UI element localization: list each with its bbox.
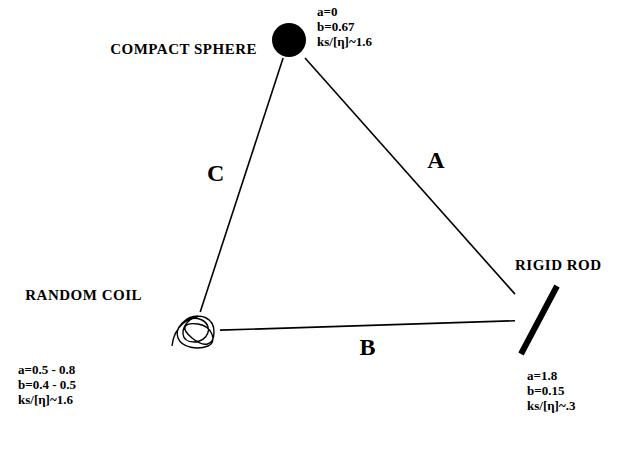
coil-symbol — [172, 316, 214, 348]
parameter-value: a=0.5 - 0.8 — [18, 362, 76, 377]
shape-icon — [168, 312, 220, 350]
side-label: B — [357, 334, 377, 360]
shape-node: RANDOM COILa=0.5 - 0.8b=0.4 - 0.5ks/[η]~… — [168, 312, 220, 350]
parameter-value: b=0.15 — [527, 383, 575, 398]
side-label: A — [425, 147, 446, 173]
shape-heading: COMPACT SPHERE — [110, 40, 257, 58]
heading-wrap: COMPACT SPHERE — [110, 40, 257, 58]
heading-wrap: RANDOM COIL — [25, 286, 142, 304]
rod-symbol — [521, 286, 557, 354]
triangle-side — [200, 58, 283, 312]
parameter-value: a=1.8 — [527, 368, 575, 383]
parameter-list: a=1.8b=0.15ks/[η]~.3 — [527, 368, 575, 413]
parameter-value: ks/[η]~1.6 — [317, 34, 372, 49]
shape-icon — [515, 282, 561, 358]
shape-heading: RIGID ROD — [515, 256, 602, 274]
parameter-value: b=0.67 — [317, 19, 372, 34]
parameter-value: b=0.4 - 0.5 — [18, 377, 76, 392]
heading-wrap: RIGID ROD — [515, 256, 602, 274]
shape-icon — [271, 22, 307, 58]
parameter-list: a=0.5 - 0.8b=0.4 - 0.5ks/[η]~1.6 — [18, 362, 76, 407]
parameter-value: ks/[η]~1.6 — [18, 392, 76, 407]
shape-heading: RANDOM COIL — [25, 286, 142, 304]
sphere-symbol — [272, 23, 306, 57]
triangle-side — [305, 58, 515, 294]
parameter-value: a=0 — [317, 4, 372, 19]
shape-node: COMPACT SPHEREa=0b=0.67ks/[η]~1.6 — [271, 22, 307, 58]
side-label: C — [205, 160, 226, 186]
triangle-side — [220, 321, 515, 330]
shape-node: RIGID RODa=1.8b=0.15ks/[η]~.3 — [515, 282, 561, 358]
parameter-list: a=0b=0.67ks/[η]~1.6 — [317, 4, 372, 49]
parameter-value: ks/[η]~.3 — [527, 398, 575, 413]
